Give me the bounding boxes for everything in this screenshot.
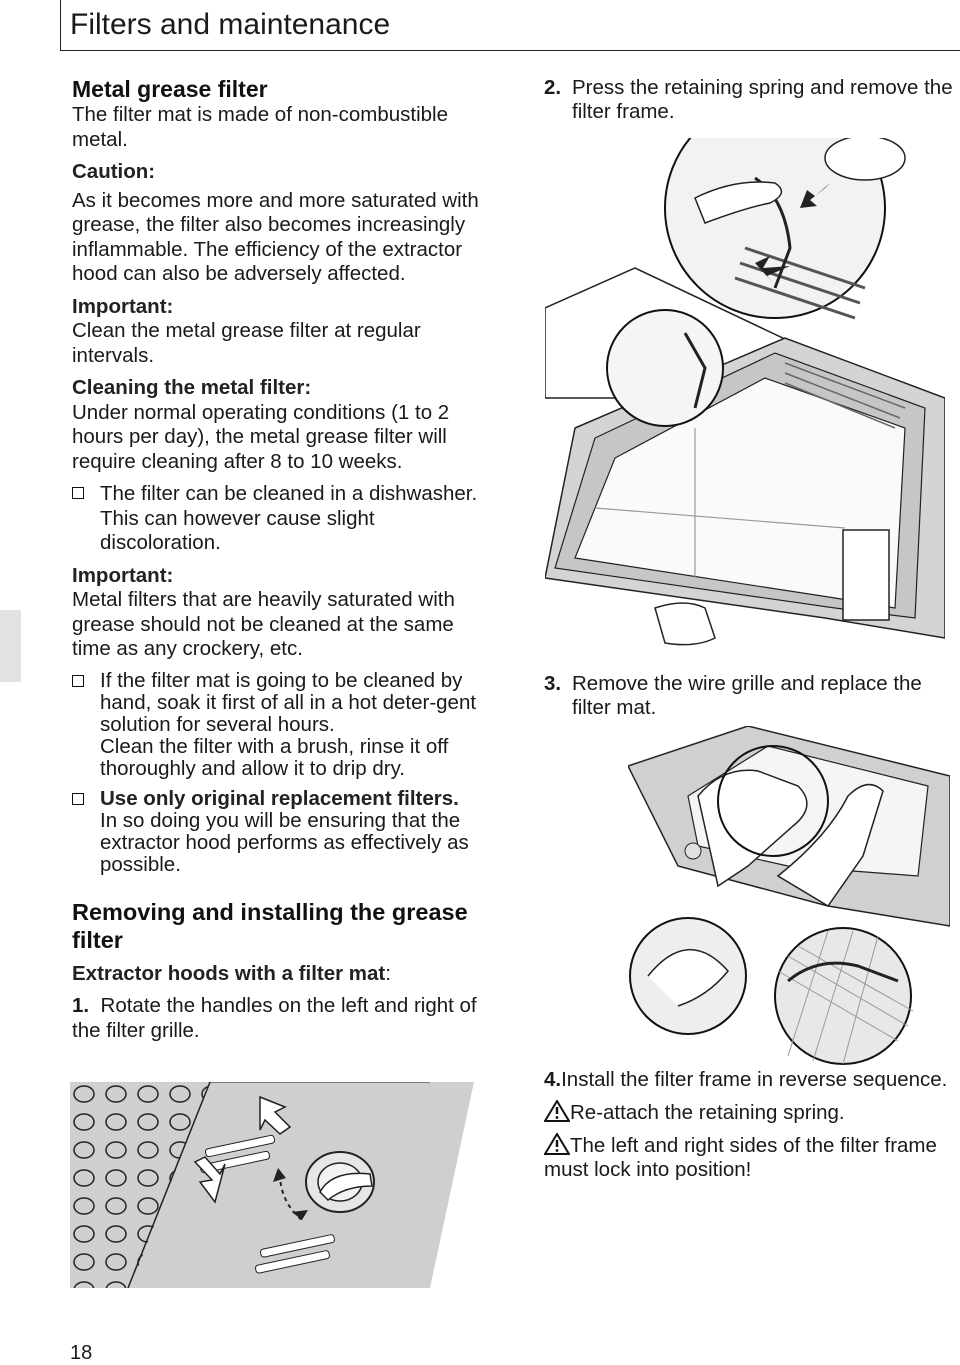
section-tab-marker xyxy=(0,610,21,682)
intro-text: The filter mat is made of non-combustibl… xyxy=(72,103,448,151)
step-number: 4. xyxy=(544,1068,562,1091)
step-text: Rotate the handles on the left and right… xyxy=(72,994,477,1042)
cleaning-label: Cleaning the metal filter: xyxy=(72,376,312,399)
warning-2: The left and right sides of the filter f… xyxy=(544,1133,954,1182)
caution-text: As it becomes more and more saturated wi… xyxy=(72,188,479,286)
list-item-original-filters: Use only original replacement filters. I… xyxy=(72,786,492,876)
important-text: Metal filters that are heavily saturated… xyxy=(72,588,455,660)
right-column: 2. Press the retaining spring and remove… xyxy=(544,76,954,124)
important-text: Clean the metal grease filter at regular… xyxy=(72,319,421,367)
checkbox-square-icon xyxy=(72,487,84,499)
step-text: Install the filter frame in reverse sequ… xyxy=(561,1068,948,1091)
step-text: Remove the wire grille and replace the f… xyxy=(572,672,922,719)
subheading-colon: : xyxy=(385,961,391,985)
checkbox-square-icon xyxy=(72,792,84,805)
list-item-text: If the filter mat is going to be cleaned… xyxy=(100,668,477,736)
list-item-text: In so doing you will be ensuring that th… xyxy=(100,808,469,876)
step-4-block: 4.Install the filter frame in reverse se… xyxy=(544,1068,954,1182)
warning-triangle-icon xyxy=(544,1100,570,1122)
list-item-dishwasher: The filter can be cleaned in a dishwashe… xyxy=(72,482,492,556)
step-4: 4.Install the filter frame in reverse se… xyxy=(544,1068,954,1092)
left-column: Metal grease filter The filter mat is ma… xyxy=(72,76,492,1043)
step-1: 1. Rotate the handles on the left and ri… xyxy=(72,994,492,1043)
filter-frame-removal-illustration xyxy=(545,138,945,646)
warning-triangle-icon xyxy=(544,1133,570,1155)
header-vertical-rule xyxy=(60,0,61,50)
list-item-bold-text: Use only original replacement filters. xyxy=(100,786,459,810)
step-text: Press the retaining spring and remove th… xyxy=(572,76,953,123)
step-number: 3. xyxy=(544,672,562,695)
step-number: 1. xyxy=(72,994,90,1017)
handle-rotation-illustration xyxy=(70,1082,474,1288)
subheading-text: Extractor hoods with a filter mat xyxy=(72,961,386,985)
warning-text: The left and right sides of the filter f… xyxy=(544,1134,937,1181)
caution-label: Caution: xyxy=(72,160,156,183)
page-title: Filters and maintenance xyxy=(70,8,391,41)
wire-grille-removal-illustration xyxy=(628,726,950,1065)
step-2: 2. Press the retaining spring and remove… xyxy=(544,76,954,124)
checkbox-square-icon xyxy=(72,674,84,687)
cleaning-text: Under normal operating conditions (1 to … xyxy=(72,400,450,473)
step-number: 2. xyxy=(544,76,562,99)
list-item-hand-cleaning: If the filter mat is going to be cleaned… xyxy=(72,668,492,780)
removing-installing-heading: Removing and installing the grease filte… xyxy=(72,898,468,953)
header-horizontal-rule xyxy=(60,50,960,51)
list-item-text: Clean the filter with a brush, rinse it … xyxy=(100,734,449,780)
important-label: Important: xyxy=(72,294,174,318)
page-number: 18 xyxy=(70,1342,93,1364)
metal-grease-filter-heading: Metal grease filter xyxy=(72,76,268,102)
warning-text: Re-attach the retaining spring. xyxy=(570,1101,845,1124)
extractor-subheading: Extractor hoods with a filter mat: xyxy=(72,962,492,987)
warning-1: Re-attach the retaining spring. xyxy=(544,1100,954,1125)
step-3-block: 3. Remove the wire grille and replace th… xyxy=(544,672,954,720)
important-label: Important: xyxy=(72,563,174,587)
list-item-text: This can however cause slight discolorat… xyxy=(100,506,375,555)
list-item-text: The filter can be cleaned in a dishwashe… xyxy=(100,482,478,505)
step-3: 3. Remove the wire grille and replace th… xyxy=(544,672,954,720)
